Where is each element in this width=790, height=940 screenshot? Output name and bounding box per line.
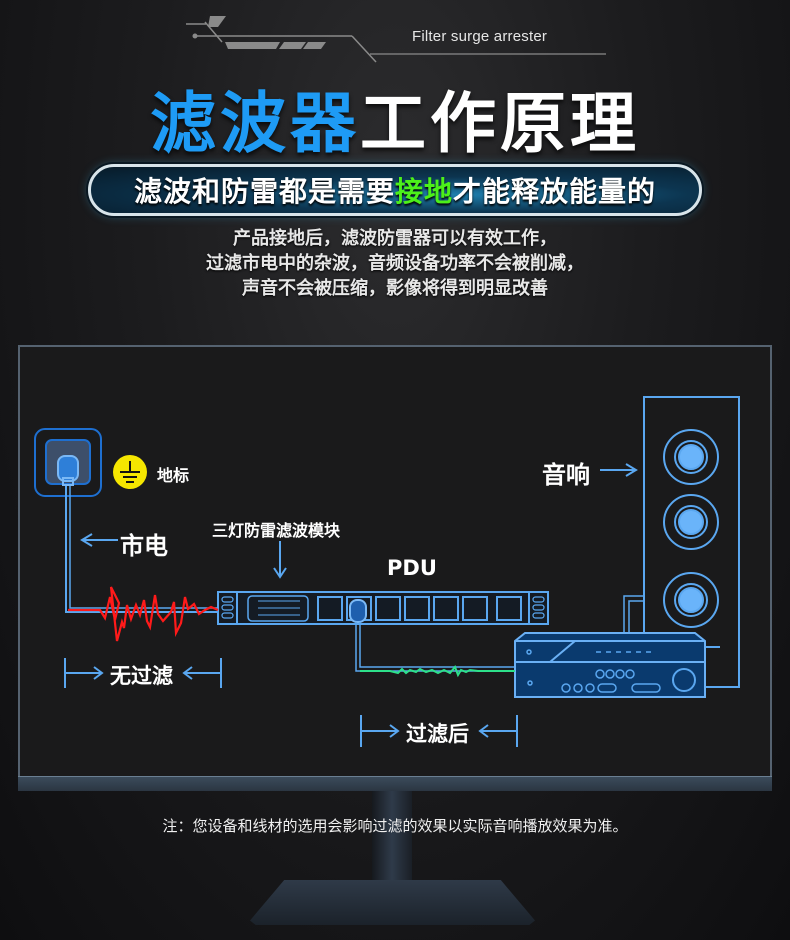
description-line: 声音不会被压缩，影像将得到明显改善 <box>242 278 548 299</box>
speaker-driver-icon <box>663 429 719 485</box>
pdu-outlet-icon <box>317 596 343 621</box>
page-title: 滤波器工作原理 <box>0 70 790 166</box>
ground-symbol-icon <box>113 455 147 489</box>
mains-arrow-icon <box>80 533 118 547</box>
banner-before: 滤波和防雷都是需要 <box>133 175 395 208</box>
pdu-outlet-icon <box>404 596 430 621</box>
speaker-driver-icon <box>663 494 719 550</box>
filtered-label: 过滤后 <box>406 722 469 746</box>
footer-note: 注：您设备和线材的选用会影响过滤的效果以实际音响播放效果为准。 <box>162 817 628 835</box>
noise-waveform <box>68 586 219 642</box>
pdu-outlet-icon <box>375 596 401 621</box>
speaker-drivers <box>663 429 719 628</box>
amplifier-icon <box>514 632 706 698</box>
monitor-screen <box>18 345 772 790</box>
speaker-arrow-icon <box>600 463 638 477</box>
clean-waveform <box>360 665 515 678</box>
wiring-diagram <box>34 396 740 747</box>
header-decoration <box>186 16 606 63</box>
subtitle: Filter surge arrester <box>412 28 548 45</box>
unfiltered-label: 无过滤 <box>110 664 173 688</box>
filtered-bracket-icon <box>360 715 518 747</box>
module-label: 三灯防雷滤波模块 <box>212 521 341 540</box>
unfiltered-bracket-icon <box>64 658 222 688</box>
pdu-outlet-icon <box>496 596 522 621</box>
module-arrow-icon <box>273 541 287 579</box>
monitor-bezel <box>18 776 772 791</box>
banner: 滤波和防雷都是需要接地才能释放能量的 <box>88 164 702 216</box>
pdu-label: PDU <box>387 556 437 580</box>
wall-socket-icon <box>34 428 102 497</box>
banner-highlight: 接地 <box>394 175 453 208</box>
title-highlight: 滤波器 <box>150 85 360 162</box>
monitor-base <box>250 880 535 925</box>
pdu-plug-icon <box>349 599 367 623</box>
banner-after: 才能释放能量的 <box>453 175 657 208</box>
description: 产品接地后，滤波防雷器可以有效工作， 过滤市电中的杂波，音频设备功率不会被削减，… <box>0 226 790 301</box>
speaker-label: 音响 <box>542 461 590 489</box>
monitor-neck <box>372 790 412 895</box>
filter-module-icon <box>247 595 309 622</box>
pdu-outlets <box>317 596 522 621</box>
pdu-outlet-icon <box>433 596 459 621</box>
mains-label: 市电 <box>120 532 168 560</box>
description-line: 产品接地后，滤波防雷器可以有效工作， <box>233 228 557 249</box>
ground-label: 地标 <box>157 466 190 485</box>
title-rest: 工作原理 <box>360 85 640 162</box>
mains-cable <box>65 486 218 613</box>
speaker-driver-icon <box>663 572 719 628</box>
pdu-outlet-icon <box>462 596 488 621</box>
description-line: 过滤市电中的杂波，音频设备功率不会被削减， <box>206 253 584 274</box>
